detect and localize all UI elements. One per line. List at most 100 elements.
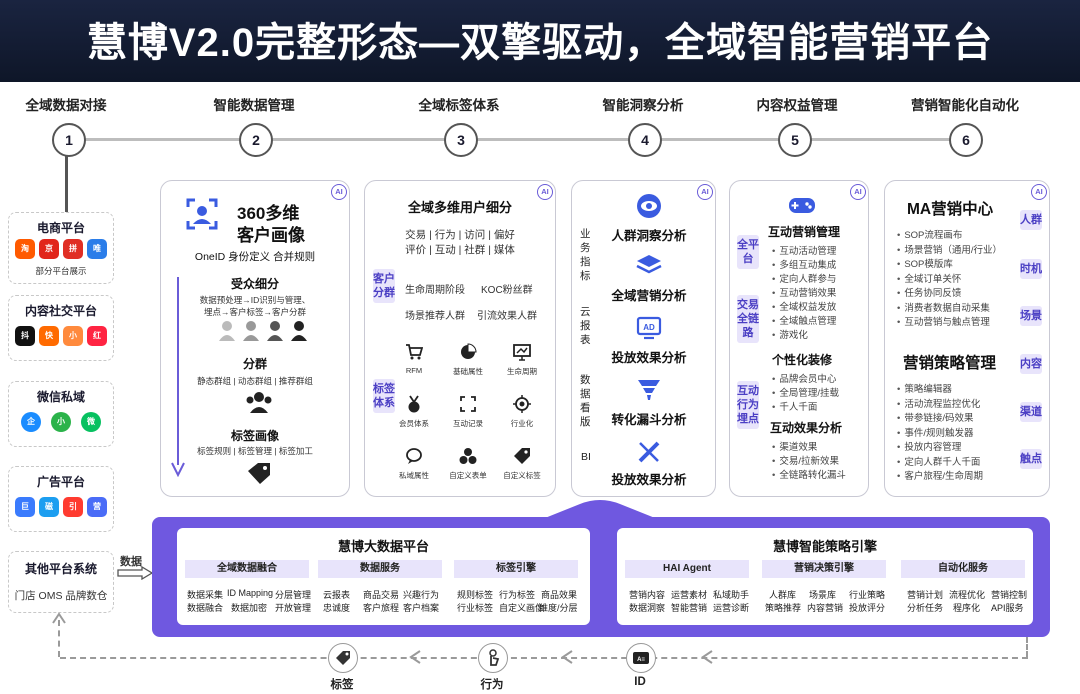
cell: ID Mapping	[227, 588, 274, 598]
cell: 程序化	[953, 603, 981, 613]
source-ads: 广告平台 巨 磁 引 营	[8, 466, 114, 532]
feedback-loop-line	[58, 620, 60, 657]
id-feedback-icon: A≡	[626, 643, 656, 673]
card-title: 全域多维用户细分	[407, 200, 512, 215]
behavior-feedback-icon	[478, 643, 508, 673]
timeline-line	[66, 138, 966, 141]
ruler-pen-icon	[638, 441, 660, 463]
section-title: 受众细分	[230, 277, 279, 291]
side-label: 业务指标	[580, 228, 591, 282]
vip-icon: 唯	[87, 239, 107, 259]
cell: 私域助手	[713, 590, 750, 600]
gamepad-icon	[789, 198, 815, 213]
dimension-line: 交易 | 行为 | 访问 | 偏好	[405, 229, 515, 241]
card-title-line1: 360多维	[237, 204, 300, 223]
ocean-engine-icon: 巨	[15, 497, 35, 517]
source-other: 其他平台系统 门店 OMS 品牌数仓	[8, 551, 114, 613]
cell: 行业策略	[849, 590, 886, 600]
wechat-icon: 微	[81, 412, 101, 432]
bullet-item: 互动活动管理	[772, 245, 836, 259]
bullet-item: 渠道效果	[772, 441, 846, 455]
cell: 云报表	[323, 590, 351, 600]
analysis-item: 转化漏斗分析	[611, 413, 687, 427]
page-title: 慧博V2.0完整形态—双擎驱动，全域智能营销平台	[86, 21, 994, 65]
bullet-item: SOP流程画布	[897, 229, 1002, 244]
kuaishou-icon: 快	[39, 326, 59, 346]
bullet-item: 场景营销（通用/行业）	[897, 244, 1002, 259]
header-banner	[0, 0, 1080, 82]
svg-text:A≡: A≡	[637, 657, 645, 663]
dimension-badge: 人群	[1020, 210, 1042, 230]
cell: 商品交易	[363, 590, 400, 600]
cell: 分析任务	[907, 603, 944, 613]
tag-icon	[248, 463, 270, 484]
stage-label: 智能洞察分析	[602, 98, 684, 113]
section-title: 分群	[242, 357, 267, 371]
tag-feedback-icon	[328, 643, 358, 673]
cell: 客户档案	[403, 603, 440, 613]
feedback-loop-line	[1026, 637, 1028, 657]
bullet-item: 互动营销效果	[772, 287, 836, 301]
panel-title: 慧博智能策略引擎	[772, 539, 877, 554]
source-social: 内容社交平台 抖 快 小 红	[8, 295, 114, 361]
arrow-left-icon	[701, 650, 713, 664]
cell: 智能营销	[671, 603, 708, 613]
feedback-label: 行为	[480, 679, 504, 691]
card-customer-profile: AI 360多维 客户画像 OneID 身份定义 合并规则 受众细分 数据预处理…	[160, 180, 350, 497]
stage-label: 智能数据管理	[213, 98, 295, 113]
ai-badge: AI	[331, 184, 347, 200]
icon-label: 生命周期	[507, 367, 537, 376]
arrow-up-icon	[52, 612, 66, 624]
tag-customer-segment: 客户分群	[373, 269, 395, 303]
bullet-item: 千人千面	[772, 401, 839, 415]
analysis-item: 人群洞察分析	[611, 229, 687, 243]
cell: 数据加密	[231, 603, 268, 613]
dimension-badge: 时机	[1020, 259, 1042, 279]
data-arrow-label: 数据	[120, 556, 142, 568]
cell: 规则标签	[457, 590, 494, 600]
cell: 客户旅程	[363, 603, 400, 613]
section-desc: 标签规则 | 标签管理 | 标签加工	[197, 446, 313, 456]
cell: 忠诚度	[323, 603, 351, 613]
xiaohongshu-icon: 红	[87, 326, 107, 346]
bullet-item: 策略编辑器	[897, 383, 983, 398]
bullet-item: 消费者数据自动采集	[897, 302, 1002, 317]
layers-icon	[636, 255, 662, 274]
bullet-item: 带参链接/码效果	[897, 412, 983, 427]
bullet-item: 全局管理/挂载	[772, 387, 839, 401]
icon-label: 私域属性	[399, 471, 429, 480]
card-insight-analysis: AI 业务指标 云报表 数据看版 BI 人群洞察分析 全域营销分析 AD 投放效…	[571, 180, 716, 497]
cell: 营销控制	[991, 590, 1028, 600]
feedback-loop-line	[60, 657, 1028, 659]
section-desc: 埋点→客户标签→客户分群	[203, 307, 306, 317]
bullet-item: 定向人群参与	[772, 273, 836, 287]
step-circle: 1	[52, 123, 86, 157]
people-group-icon	[219, 321, 307, 341]
column-header: 数据服务	[318, 560, 442, 578]
arrow-left-icon	[409, 650, 421, 664]
cell: 营销内容	[629, 590, 666, 600]
svg-text:AD: AD	[643, 323, 655, 332]
source-ecommerce: 电商平台 淘 京 拼 唯 部分平台展示	[8, 212, 114, 284]
step-circle: 5	[778, 123, 812, 157]
source-title: 微信私域	[36, 390, 85, 404]
bullet-item: 活动流程监控优化	[897, 398, 983, 413]
wecom-icon: 企	[21, 412, 41, 432]
stage-label: 营销智能化自动化	[911, 98, 1019, 113]
arrow-left-icon	[561, 650, 573, 664]
board-icon	[513, 344, 531, 361]
cell: 行业标签	[457, 603, 494, 613]
cell: 内容营销	[807, 603, 844, 613]
oneid-subtitle: OneID 身份定义 合并规则	[194, 251, 316, 263]
section-desc: 数据预处理→ID识别与管理、	[199, 295, 311, 305]
stage-label: 全域标签体系	[418, 98, 500, 113]
bullet-item: 定向人群千人千面	[897, 456, 983, 471]
douyin-icon: 抖	[15, 326, 35, 346]
flow-down-arrow	[171, 277, 185, 477]
target-icon	[513, 395, 531, 413]
bullet-item: 交易/拉新效果	[772, 455, 846, 469]
cell: 投放评分	[849, 603, 886, 613]
profile-scan-icon	[186, 198, 218, 230]
cell: API服务	[991, 603, 1024, 613]
column-header: 营销决策引擎	[762, 560, 886, 578]
